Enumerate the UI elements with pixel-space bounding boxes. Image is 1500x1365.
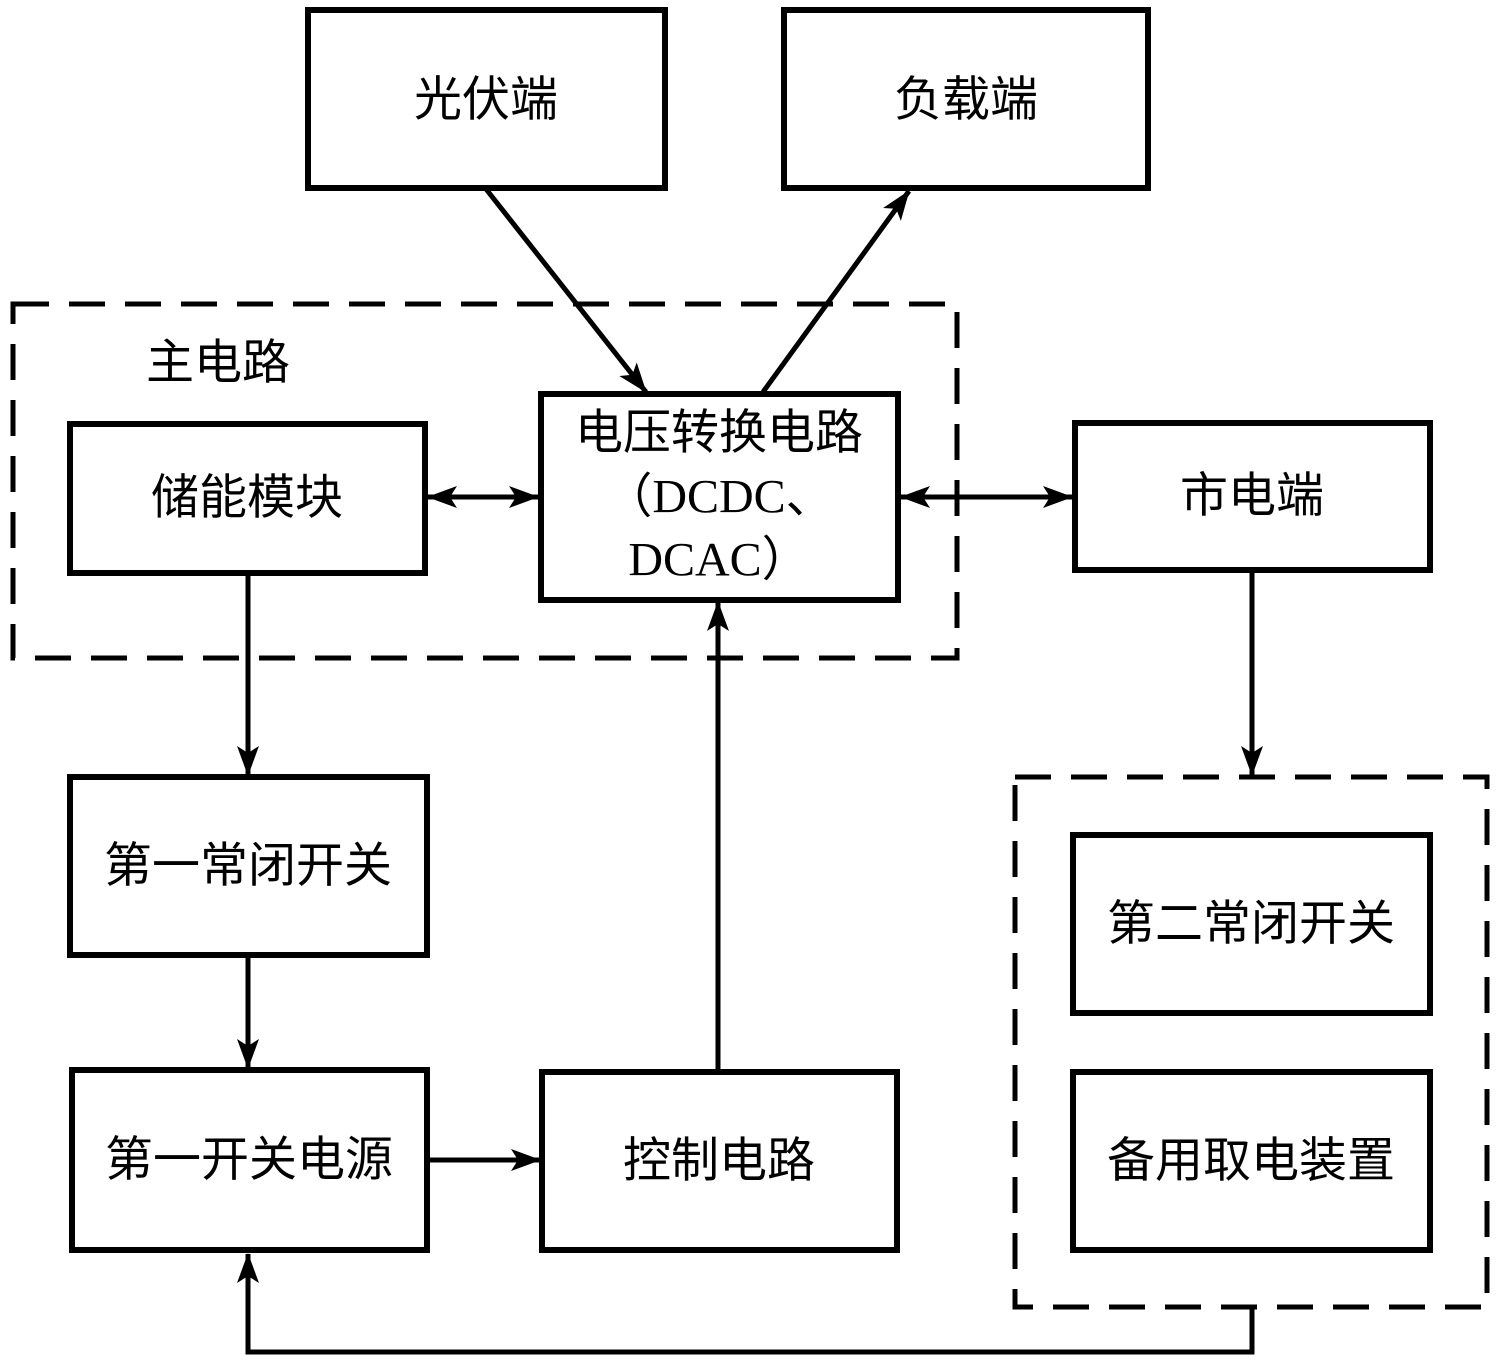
- voltage-converter-label-line3: DCAC）: [628, 534, 809, 587]
- storage-module-label: 储能模块: [151, 472, 343, 525]
- arrow-pv-to-converter: [484, 187, 648, 394]
- voltage-converter-label-line1: 电压转换电路: [575, 407, 863, 460]
- load-terminal-box: [781, 7, 1151, 191]
- load-terminal-label: 负载端: [894, 74, 1038, 127]
- first-switching-psu-box: [69, 1067, 430, 1253]
- mains-terminal-box: [1072, 420, 1433, 573]
- arrow-backup-group-to-psu: [237, 1253, 1255, 1355]
- main-circuit-dashed-box: [10, 301, 960, 661]
- pv-terminal-label: 光伏端: [414, 74, 558, 127]
- voltage-converter-box: [538, 391, 901, 603]
- storage-module-box: [67, 421, 428, 576]
- main-circuit-label: 主电路: [146, 337, 290, 390]
- voltage-converter-label-line2: （DCDC、: [604, 471, 833, 524]
- arrow-converter-to-load: [760, 189, 912, 394]
- control-circuit-box: [539, 1069, 900, 1253]
- second-nc-switch-label: 第二常闭开关: [1107, 898, 1395, 951]
- second-nc-switch-box: [1070, 832, 1433, 1016]
- mains-terminal-label: 市电端: [1180, 470, 1324, 523]
- backup-power-device-label: 备用取电装置: [1107, 1135, 1395, 1188]
- first-nc-switch-box: [67, 774, 430, 958]
- pv-terminal-box: [305, 7, 668, 191]
- first-switching-psu-label: 第一开关电源: [105, 1134, 393, 1187]
- control-circuit-label: 控制电路: [623, 1135, 815, 1188]
- backup-power-device-box: [1070, 1069, 1433, 1253]
- first-nc-switch-label: 第一常闭开关: [104, 840, 392, 893]
